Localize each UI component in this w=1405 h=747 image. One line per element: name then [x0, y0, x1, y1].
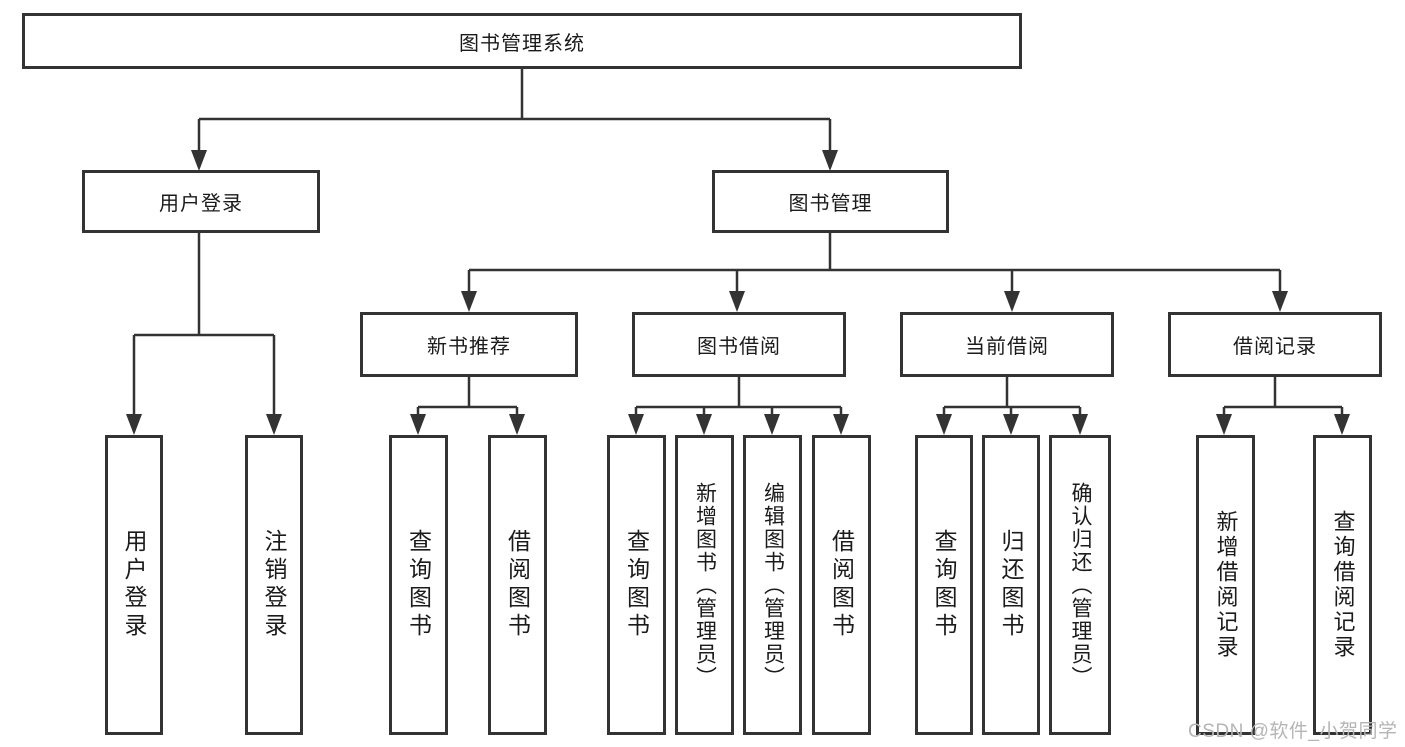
connector-root-to-level2	[197, 69, 832, 152]
leaf-query-books-borrow: 查询图书	[607, 435, 666, 735]
leaf-borrow-books-recommend: 借阅图书	[488, 435, 547, 735]
leaf-confirm-return-admin: 确认归还（管理员）	[1049, 435, 1111, 735]
leaf-query-books-recommend: 查询图书	[389, 435, 448, 735]
csdn-watermark: CSDN @软件_小贺同学	[1188, 721, 1398, 742]
node-user-login: 用户登录	[82, 170, 320, 233]
connector-borrow-children	[634, 377, 843, 416]
leaf-edit-books-admin: 编辑图书（管理员）	[743, 435, 802, 735]
connector-records-children	[1222, 377, 1344, 416]
node-book-management: 图书管理	[712, 170, 949, 233]
node-borrow-records: 借阅记录	[1168, 312, 1382, 377]
leaf-borrow-books: 借阅图书	[812, 435, 871, 735]
connector-user-login-children	[132, 233, 276, 416]
leaf-logout: 注销登录	[245, 435, 303, 735]
leaf-return-books: 归还图书	[982, 435, 1040, 735]
connector-current-children	[942, 377, 1082, 416]
node-new-book-recommend: 新书推荐	[360, 312, 578, 377]
leaf-query-borrow-record: 查询借阅记录	[1313, 435, 1372, 735]
connector-recommend-children	[416, 377, 519, 416]
connector-book-mgmt-children	[467, 233, 1282, 293]
leaf-add-borrow-record: 新增借阅记录	[1196, 435, 1255, 735]
leaf-query-books-current: 查询图书	[915, 435, 973, 735]
node-root-system: 图书管理系统	[22, 13, 1022, 69]
node-current-borrow: 当前借阅	[900, 312, 1114, 377]
leaf-user-login: 用户登录	[105, 435, 163, 735]
arrowheads	[126, 150, 1350, 435]
leaf-add-books-admin: 新增图书（管理员）	[675, 435, 734, 735]
node-book-borrow: 图书借阅	[632, 312, 846, 377]
